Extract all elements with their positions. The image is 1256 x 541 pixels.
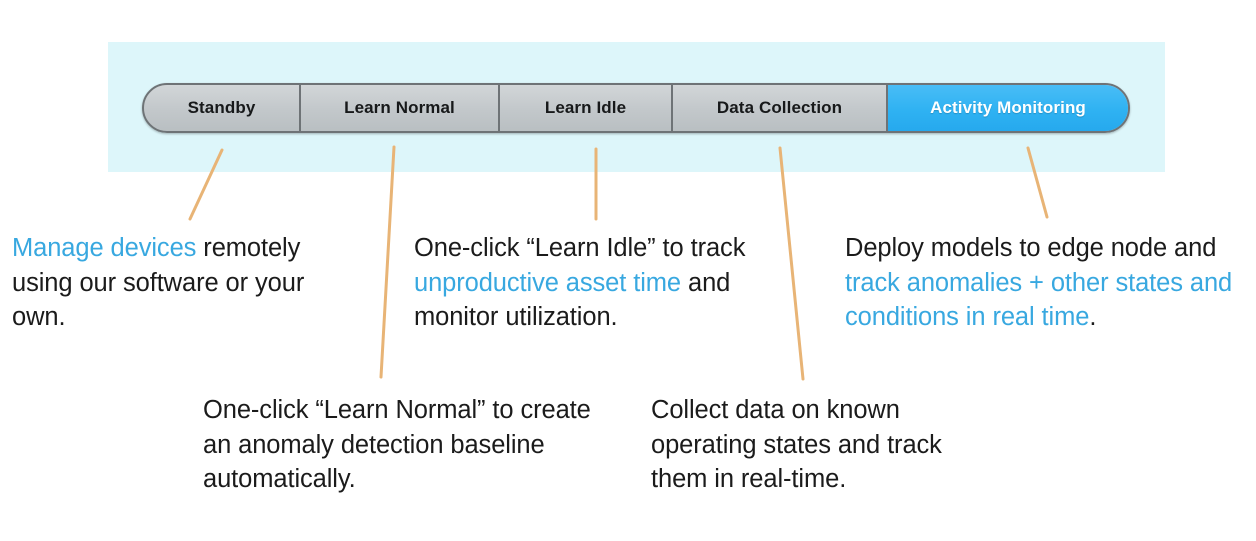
state-segment-activity-monitoring[interactable]: Activity Monitoring [888,85,1128,131]
state-segment-standby[interactable]: Standby [144,85,301,131]
state-segment-learn-normal[interactable]: Learn Normal [301,85,500,131]
callout-learn-idle-lead: One-click “Learn Idle” to track [414,234,746,262]
callout-manage-devices: Manage devices remotely using our softwa… [12,231,357,335]
state-segment-learn-idle[interactable]: Learn Idle [500,85,673,131]
callout-collect-data: Collect data on known operating states a… [651,393,1001,497]
callout-learn-idle-rest: and monitor utilization. [414,268,731,332]
callout-deploy-rest: . [1089,303,1097,332]
device-state-bar: Standby Learn Normal Learn Idle Data Col… [142,83,1130,133]
callout-deploy-models: Deploy models to edge node and track ano… [845,231,1237,335]
callout-learn-idle: One-click “Learn Idle” to track unproduc… [414,231,784,335]
callout-learn-idle-highlight: unproductive asset time [414,268,682,297]
callout-manage-highlight: Manage devices [12,234,197,262]
callout-learn-normal: One-click “Learn Normal” to create an an… [203,393,593,497]
leader-learn-normal-line [379,145,396,379]
callout-deploy-highlight: track anomalies + other states and condi… [845,268,1233,332]
callout-collect-text: Collect data on known operating states a… [651,396,942,494]
state-segment-data-collection[interactable]: Data Collection [673,85,888,131]
callout-manage-rest: remotely using our software or your own. [12,234,305,332]
callout-learn-normal-text: One-click “Learn Normal” to create an an… [203,396,591,494]
callout-deploy-lead: Deploy models to edge node and [845,234,1217,262]
